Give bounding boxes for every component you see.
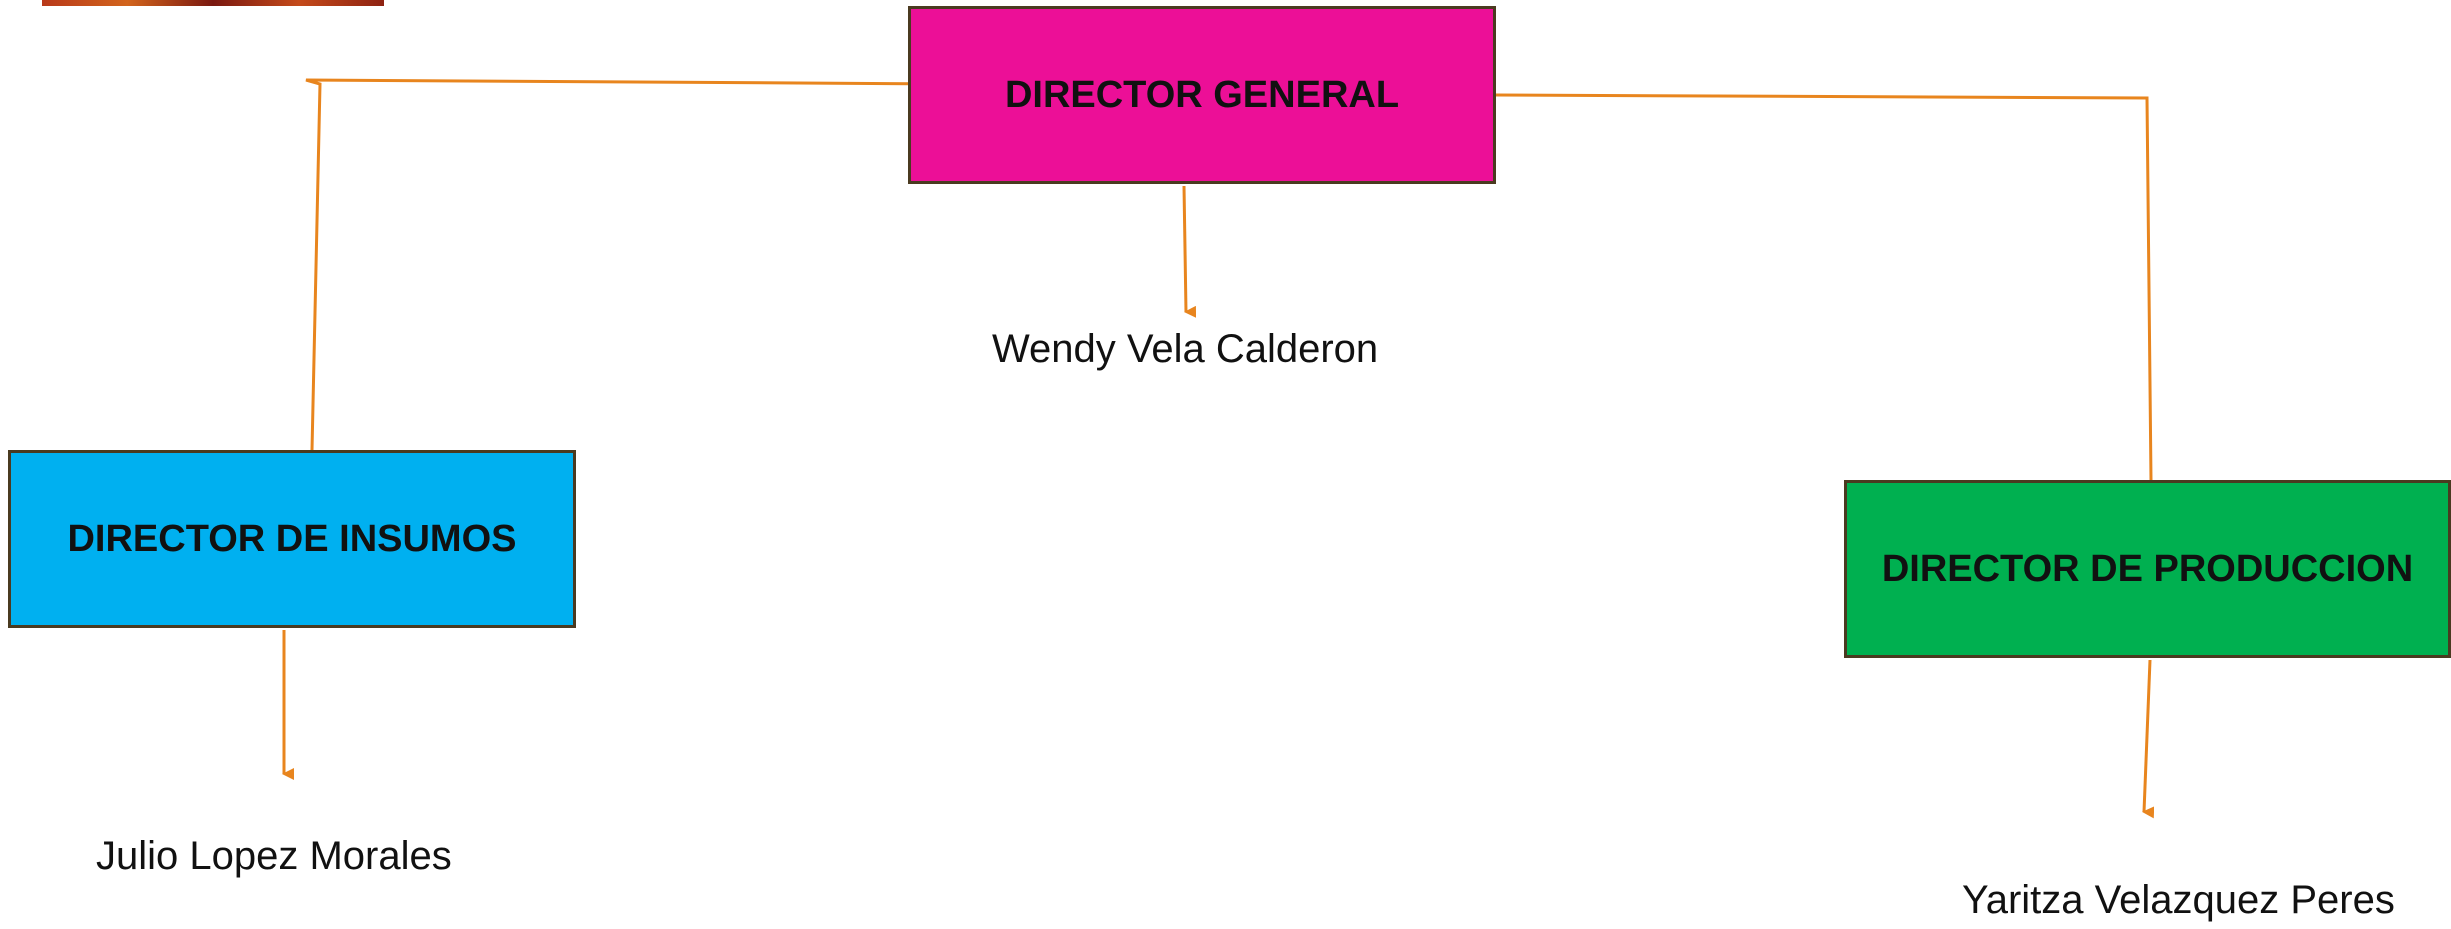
director-insumos-box: DIRECTOR DE INSUMOS bbox=[8, 450, 576, 628]
director-produccion-person: Yaritza Velazquez Peres bbox=[1962, 878, 2395, 922]
director-insumos-person: Julio Lopez Morales bbox=[96, 834, 452, 878]
director-general-title: DIRECTOR GENERAL bbox=[1004, 73, 1400, 116]
connector-general-to-insumos bbox=[305, 78, 959, 451]
arrow-produccion-to-person bbox=[2142, 659, 2155, 819]
arrow-general-to-person bbox=[1182, 185, 1197, 318]
director-insumos-title: DIRECTOR DE INSUMOS bbox=[67, 517, 517, 560]
connector-general-to-produccion bbox=[1495, 93, 2153, 481]
director-general-person: Wendy Vela Calderon bbox=[992, 327, 1379, 371]
director-general-box: DIRECTOR GENERAL bbox=[908, 6, 1496, 184]
director-produccion-title: DIRECTOR DE PRODUCCION bbox=[1881, 547, 2414, 590]
image-thumbnail-fragment bbox=[42, 0, 384, 6]
director-produccion-box: DIRECTOR DE PRODUCCION bbox=[1844, 480, 2451, 658]
